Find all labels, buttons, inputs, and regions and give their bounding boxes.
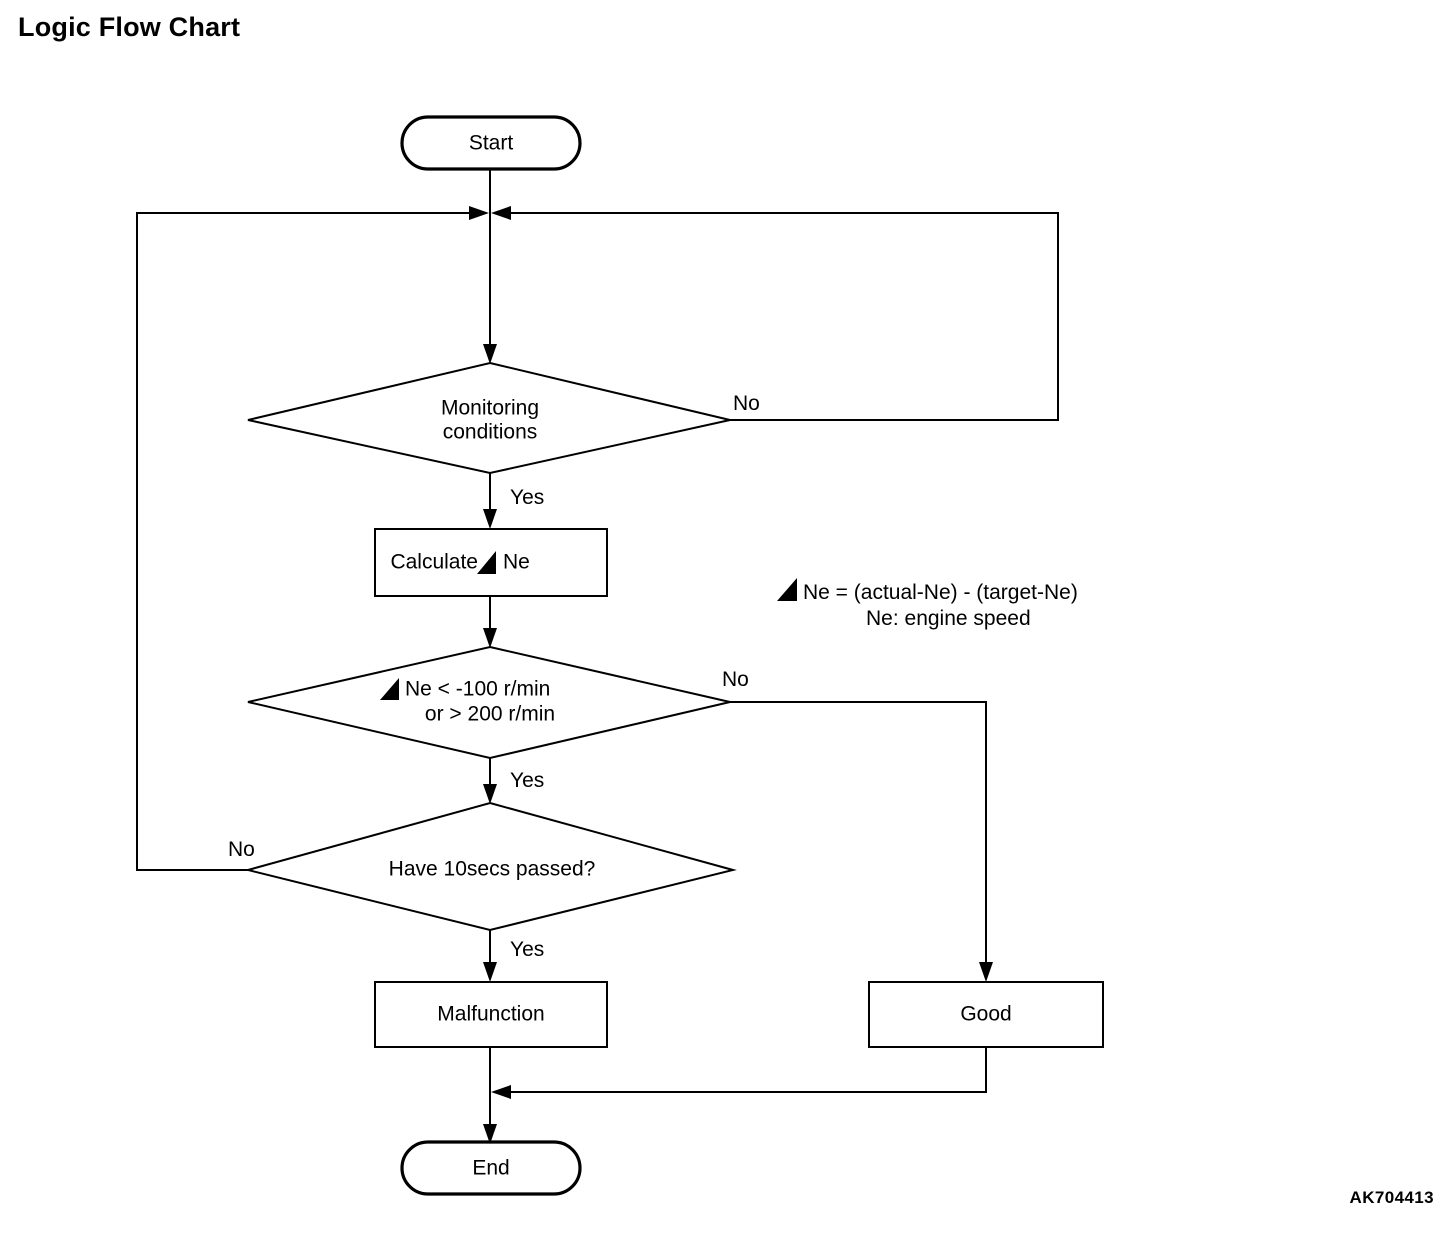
node-monitoring-conditions[interactable]: Monitoring conditions <box>247 361 731 475</box>
node-good[interactable]: Good <box>868 981 1104 1048</box>
delta-triangle-icon <box>777 578 797 601</box>
page-title: Logic Flow Chart <box>18 12 241 42</box>
edge-label-threshold-yes: Yes <box>510 769 544 792</box>
arrow-head-right <box>469 206 489 220</box>
edge-good-to-end <box>491 1047 987 1099</box>
edge-calculate-to-threshold <box>483 596 497 648</box>
node-threshold-label-line2: or > 200 r/min <box>425 703 555 726</box>
node-timer-label: Have 10secs passed? <box>389 858 596 881</box>
node-calculate-label-suffix: Ne <box>503 551 530 574</box>
arrow-head-down <box>483 1124 497 1144</box>
arrow-head-left <box>491 206 511 220</box>
edge-malfunction-to-end <box>483 1047 497 1144</box>
arrow-head-down <box>979 962 993 982</box>
edge-label-timer-yes: Yes <box>510 938 544 961</box>
edge-monitoring-no-loop <box>491 206 1059 421</box>
delta-triangle-icon <box>477 551 496 574</box>
note-line1: Ne = (actual-Ne) - (target-Ne) <box>803 581 1078 604</box>
arrow-head-down <box>483 344 497 364</box>
node-calculate-delta-ne[interactable]: Calculate Ne <box>374 528 608 597</box>
node-malfunction-label: Malfunction <box>437 1003 544 1026</box>
edge-label-monitoring-no: No <box>733 392 760 415</box>
node-delta-ne-threshold[interactable]: Ne < -100 r/min or > 200 r/min <box>247 645 731 760</box>
note-line2: Ne: engine speed <box>866 607 1031 630</box>
delta-triangle-icon <box>380 678 399 700</box>
edge-timer-yes <box>483 930 497 982</box>
node-end-label: End <box>472 1157 509 1180</box>
edge-timer-no-loop <box>136 206 489 871</box>
arrow-head-down <box>483 509 497 529</box>
reference-code: AK704413 <box>1349 1188 1434 1207</box>
node-monitoring-label-line1: Monitoring <box>441 397 539 420</box>
edge-threshold-yes <box>483 758 497 804</box>
note-delta-ne-definition: Ne = (actual-Ne) - (target-Ne) Ne: engin… <box>777 578 1078 630</box>
arrow-head-down <box>483 628 497 648</box>
node-malfunction[interactable]: Malfunction <box>374 981 608 1048</box>
edge-monitoring-yes <box>483 473 497 529</box>
node-threshold-label-line1: Ne < -100 r/min <box>405 678 550 701</box>
node-good-label: Good <box>960 1003 1011 1026</box>
node-start-label: Start <box>469 132 514 155</box>
edge-threshold-no <box>730 701 993 982</box>
edge-junction-to-monitoring <box>483 213 497 364</box>
node-timer-check[interactable]: Have 10secs passed? <box>244 801 737 932</box>
node-calculate-label-prefix: Calculate <box>390 551 478 574</box>
arrow-head-left <box>491 1085 511 1099</box>
edge-label-monitoring-yes: Yes <box>510 486 544 509</box>
edge-label-threshold-no: No <box>722 668 749 691</box>
node-monitoring-label-line2: conditions <box>443 421 538 444</box>
arrow-head-down <box>483 962 497 982</box>
node-end[interactable]: End <box>400 1140 582 1196</box>
node-start[interactable]: Start <box>400 115 582 171</box>
arrow-head-down <box>483 784 497 804</box>
edge-label-timer-no: No <box>228 838 255 861</box>
